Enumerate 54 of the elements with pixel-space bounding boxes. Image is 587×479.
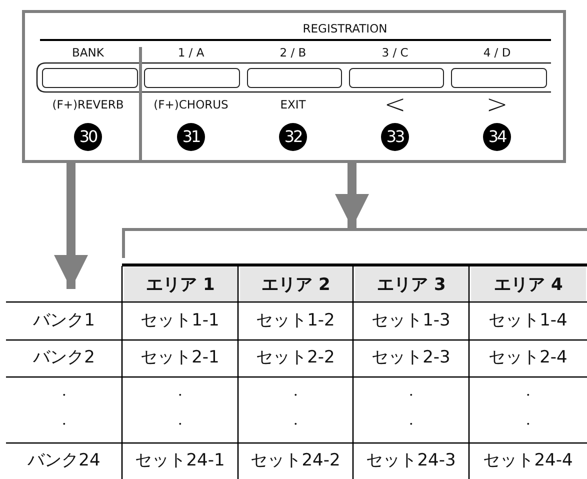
button xyxy=(451,68,547,88)
bank-name: バンク2 xyxy=(33,350,95,366)
button-label: 4 / D xyxy=(483,47,511,59)
ellipsis-dot: ・ xyxy=(522,418,534,430)
button-label: 1 / A xyxy=(178,47,204,59)
control-panel xyxy=(22,10,566,163)
set-name: セット24-1 xyxy=(135,452,225,470)
arrow-symbol: > xyxy=(486,92,508,118)
button-label: (F+)CHORUS xyxy=(154,99,228,111)
arrow xyxy=(335,163,369,228)
ellipsis-dot: ・ xyxy=(58,389,70,401)
set-name: セット24-2 xyxy=(250,452,340,470)
button-label: BANK xyxy=(72,47,104,59)
set-name: セット1-1 xyxy=(140,312,220,330)
set-name: セット24-3 xyxy=(366,452,456,470)
button xyxy=(42,68,138,88)
set-name: セット2-3 xyxy=(372,350,450,366)
set-name: セット1-2 xyxy=(256,312,335,330)
callout-number: 32 xyxy=(279,123,307,151)
set-name: セット2-1 xyxy=(140,350,220,366)
arrow xyxy=(54,163,88,289)
button-label: (F+)REVERB xyxy=(52,99,124,111)
column-header: エリア 4 xyxy=(471,267,586,301)
bank-name: バンク24 xyxy=(28,452,100,470)
ellipsis-dot: ・ xyxy=(58,418,70,430)
button xyxy=(144,68,240,88)
bank-name: バンク1 xyxy=(33,312,95,330)
ellipsis-dot: ・ xyxy=(522,389,534,401)
callout-number: 34 xyxy=(483,123,511,151)
set-name: セット24-4 xyxy=(483,452,573,470)
button-label: 3 / C xyxy=(382,47,408,59)
column-header: エリア 3 xyxy=(355,267,468,301)
ellipsis-dot: ・ xyxy=(174,418,186,430)
column-header: エリア 1 xyxy=(124,267,237,301)
bracket xyxy=(122,228,587,258)
button xyxy=(349,68,444,88)
button xyxy=(247,68,342,88)
column-header: エリア 2 xyxy=(240,267,352,301)
ellipsis-dot: ・ xyxy=(405,389,417,401)
ellipsis-dot: ・ xyxy=(290,389,302,401)
ellipsis-dot: ・ xyxy=(405,418,417,430)
arrow-symbol: < xyxy=(384,92,406,118)
ellipsis-dot: ・ xyxy=(174,389,186,401)
callout-number: 30 xyxy=(74,123,102,151)
ellipsis-dot: ・ xyxy=(290,418,302,430)
set-name: セット2-4 xyxy=(488,350,568,366)
callout-number: 31 xyxy=(177,123,205,151)
button-label: EXIT xyxy=(280,99,306,111)
callout-number: 33 xyxy=(381,123,409,151)
set-name: セット1-3 xyxy=(372,312,450,330)
set-name: セット1-4 xyxy=(488,312,568,330)
button-label: REGISTRATION xyxy=(302,23,388,35)
set-name: セット2-2 xyxy=(256,350,335,366)
button-label: 2 / B xyxy=(280,47,306,59)
